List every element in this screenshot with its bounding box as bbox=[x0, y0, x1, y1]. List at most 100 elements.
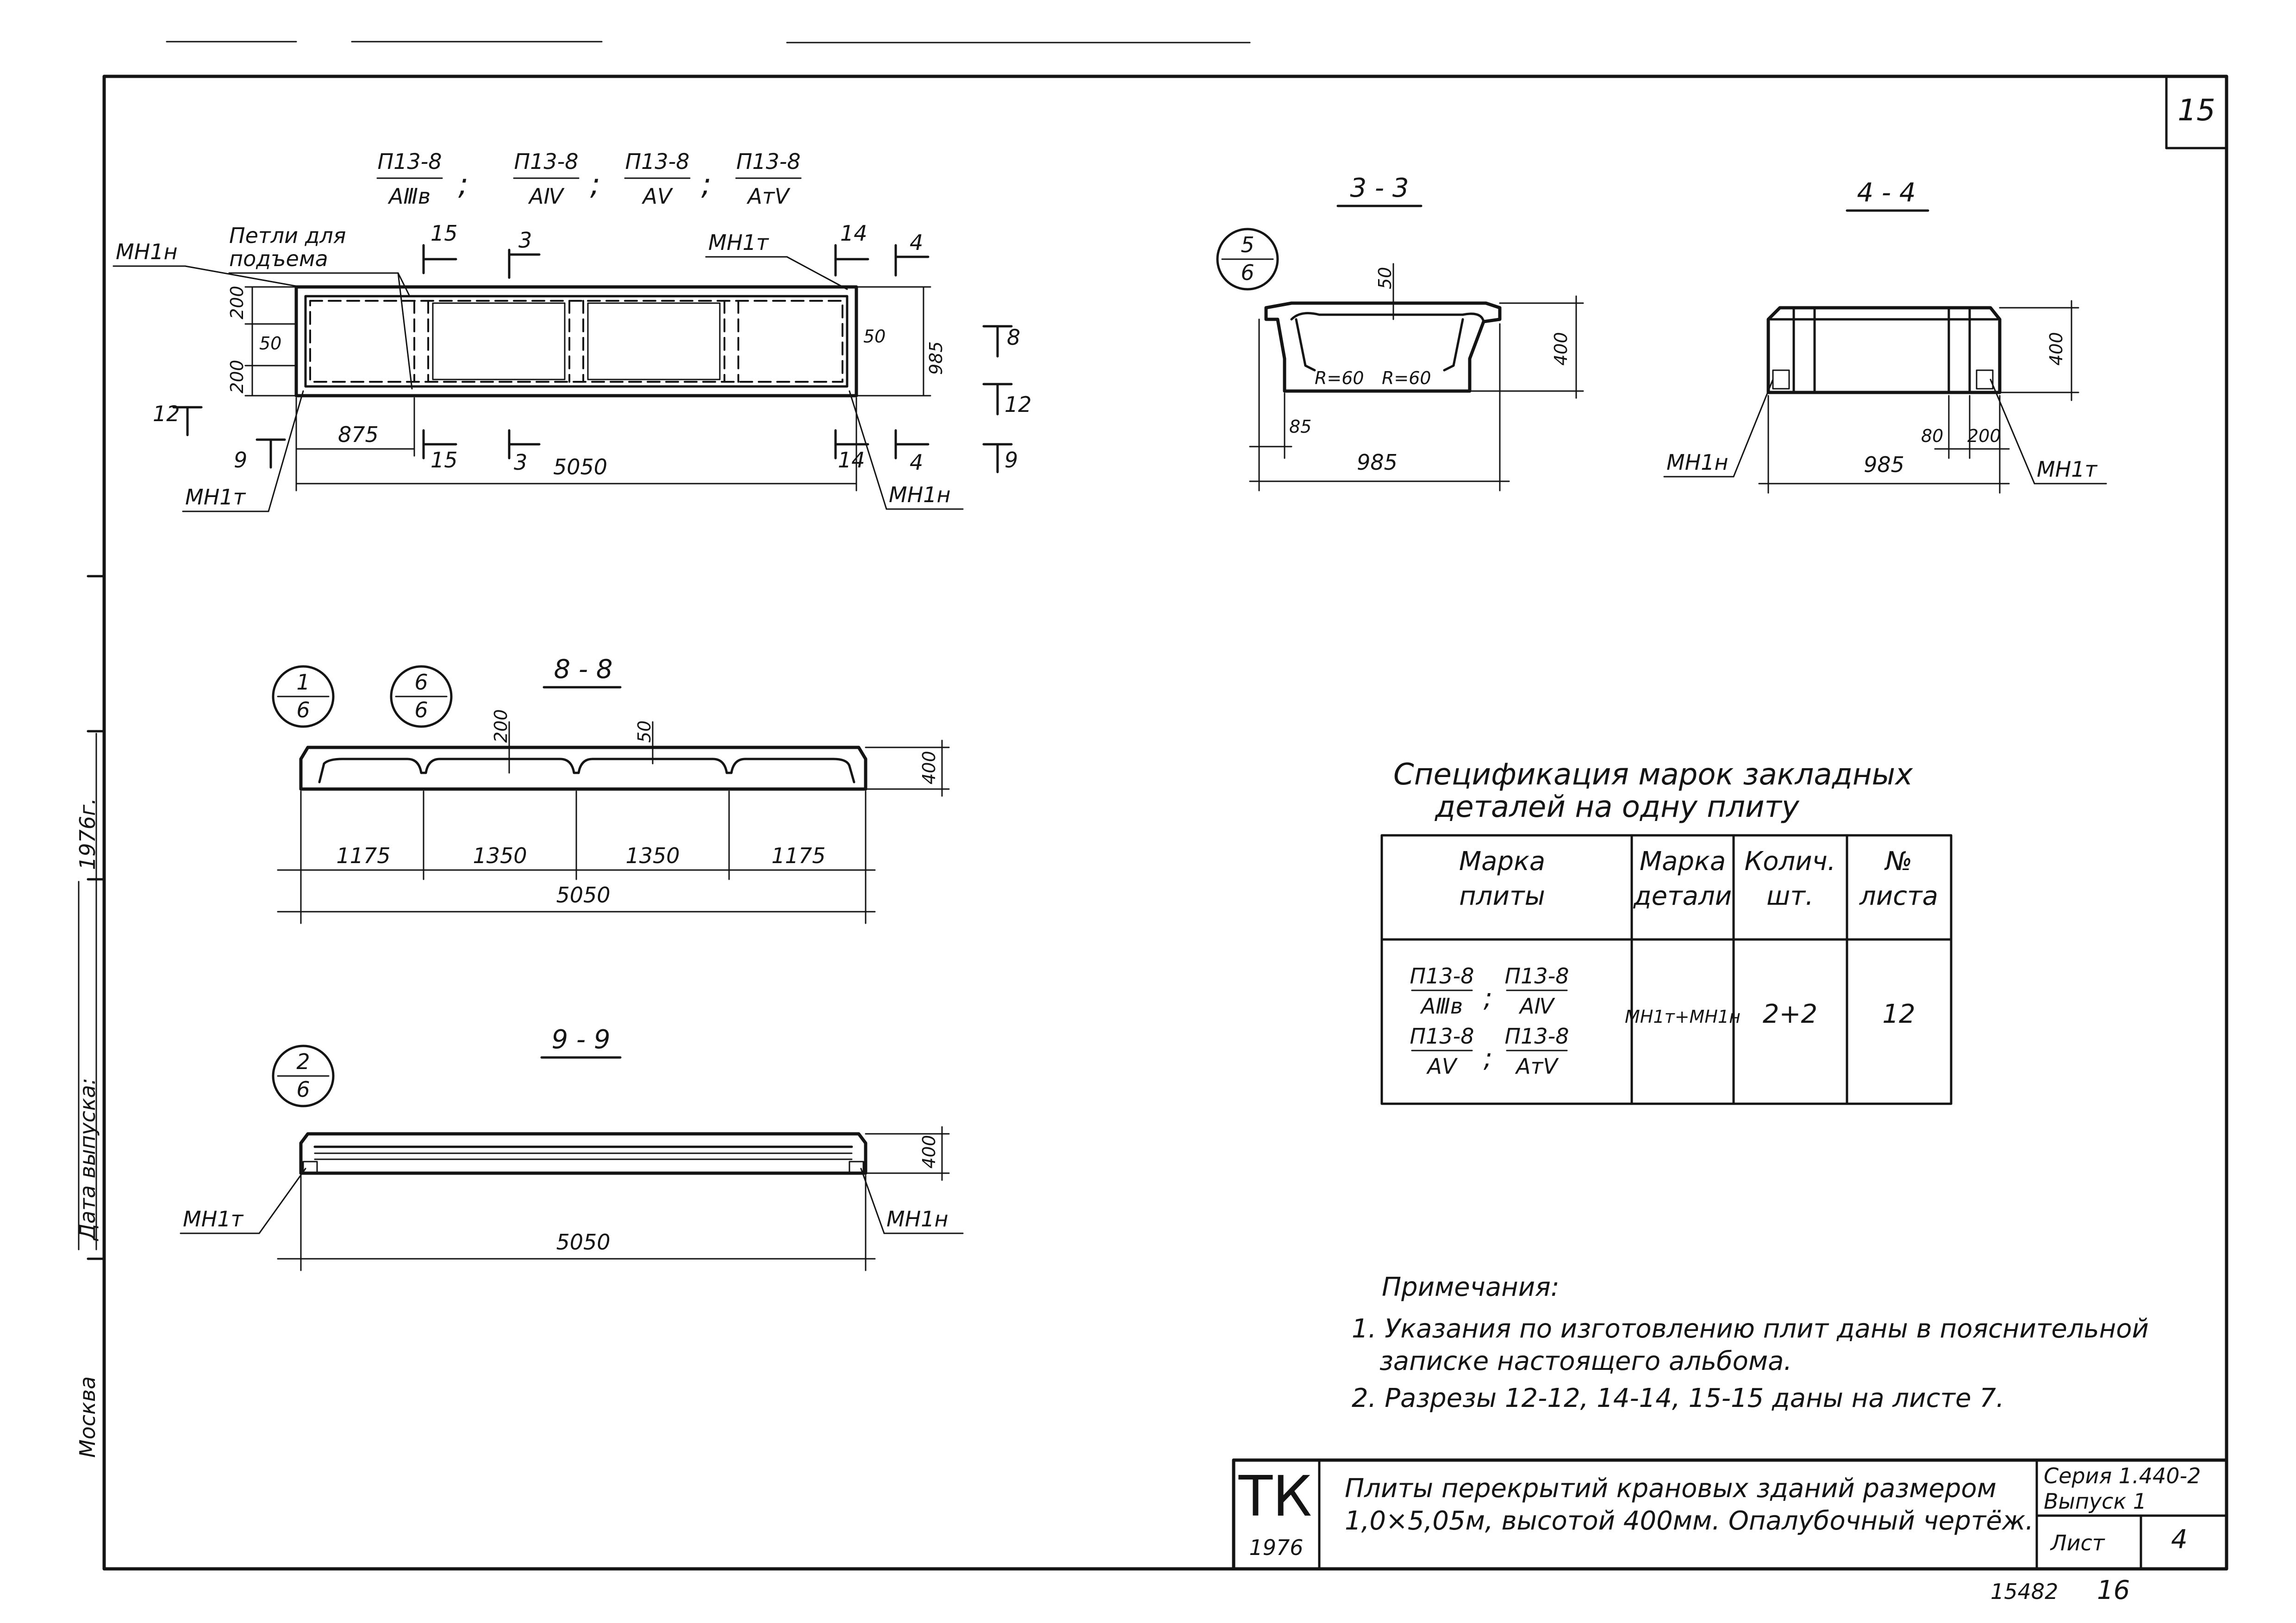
spec-mark-2-top: П13-8 bbox=[1505, 964, 1569, 989]
cut-14-top: 14 bbox=[840, 221, 867, 246]
plan-mark-4-top: П13-8 bbox=[736, 149, 801, 174]
year-left: 1976г. bbox=[75, 798, 100, 870]
plan-mark-1-bottom: AⅢв bbox=[387, 184, 430, 209]
plan-dimensions: 200 50 200 985 50 875 5050 bbox=[227, 286, 946, 491]
plan-mark-4-bottom: AтⅤ bbox=[746, 184, 791, 209]
stamp-list-value: 4 bbox=[2171, 1524, 2188, 1555]
plan-sep-1: ; bbox=[458, 168, 468, 202]
section-9-9-mn1n-label: МН1н bbox=[886, 1206, 948, 1231]
bottom-number: 15482 bbox=[1990, 1579, 2058, 1604]
section-8-8-title: 8 - 8 bbox=[554, 654, 612, 684]
spec-sep-1: ; bbox=[1484, 983, 1492, 1013]
section-8-8-dim-200: 200 bbox=[491, 709, 511, 743]
stamp-list-label: Лист bbox=[2050, 1530, 2105, 1555]
cut-14-bottom: 14 bbox=[838, 448, 865, 473]
plan-sep-2: ; bbox=[590, 168, 600, 202]
spec-header-1-line2: плиты bbox=[1459, 881, 1545, 911]
section-8-8-seg-3: 1350 bbox=[625, 843, 680, 868]
section-8-8-node-2 bbox=[390, 665, 453, 728]
node-2-bottom: 6 bbox=[296, 1077, 310, 1102]
page-number: 15 bbox=[2177, 93, 2215, 128]
cut-4-bottom: 4 bbox=[910, 450, 923, 475]
section-9-9-mn1t-label: МН1т bbox=[183, 1206, 244, 1231]
stamp-year: 1976 bbox=[1249, 1535, 1303, 1560]
section-4-4-dim-80: 80 bbox=[1921, 426, 1943, 446]
plan-dim-50-right: 50 bbox=[863, 326, 886, 347]
section-3-3-dim-85: 85 bbox=[1289, 417, 1311, 437]
plan-dim-5050: 5050 bbox=[553, 454, 607, 479]
plan-mark-2-top: П13-8 bbox=[514, 149, 579, 174]
plan-panels bbox=[432, 302, 721, 380]
node-1-bottom: 6 bbox=[296, 697, 310, 722]
notes-title: Примечания: bbox=[1382, 1272, 1560, 1302]
spec-header-2-line2: детали bbox=[1633, 881, 1732, 911]
plan-mark-1-top: П13-8 bbox=[378, 149, 442, 174]
cut-3-bottom: 3 bbox=[514, 450, 527, 475]
section-8-8-node-1 bbox=[272, 665, 335, 728]
release-date-label: Дата выпуска: bbox=[75, 1078, 100, 1241]
cut-9-right: 9 bbox=[1004, 448, 1018, 473]
radius-right: R=60 bbox=[1382, 368, 1431, 388]
plan-ribs-dashed bbox=[309, 300, 843, 383]
spec-qty-value: 2+2 bbox=[1763, 999, 1817, 1029]
section-4-4-dim-200: 200 bbox=[1967, 426, 2001, 446]
plan-mn1n-top-label: МН1н bbox=[116, 239, 178, 264]
section-8-8-total: 5050 bbox=[556, 883, 610, 908]
section-9-9-dim-400: 400 bbox=[919, 1135, 939, 1169]
plan-sep-3: ; bbox=[701, 168, 711, 202]
section-3-3: 3 - 3 5 6 R=60 R=60 50 400 85 985 bbox=[1216, 173, 1584, 491]
section-4-4-dim-985: 985 bbox=[1864, 452, 1904, 477]
spec-title-line1: Спецификация марок закладных bbox=[1393, 758, 1913, 792]
cut-4-top: 4 bbox=[910, 230, 923, 255]
spec-mark-3-bottom: AⅤ bbox=[1426, 1054, 1458, 1079]
loops-label-line1: Петли для bbox=[229, 223, 346, 248]
cut-12-right: 12 bbox=[1004, 392, 1032, 417]
section-9-9: 9 - 9 2 6 400 5050 МН1т МН1н bbox=[180, 1025, 964, 1271]
cut-9-left: 9 bbox=[234, 448, 247, 473]
city-label: Москва bbox=[75, 1376, 100, 1458]
stamp-logo: ТК bbox=[1238, 1465, 1312, 1529]
section-4-4-title: 4 - 4 bbox=[1857, 178, 1915, 208]
spec-detail-value: МН1т+МН1н bbox=[1625, 1007, 1741, 1027]
stamp-issue: Выпуск 1 bbox=[2044, 1489, 2146, 1514]
section-9-9-node bbox=[272, 1045, 335, 1107]
plan-cut-marks: 15 3 14 4 15 3 14 4 bbox=[153, 221, 1032, 475]
spec-header-3-line2: шт. bbox=[1766, 881, 1814, 911]
spec-mark-3-top: П13-8 bbox=[1410, 1024, 1474, 1049]
note-2: 2. Разрезы 12-12, 14-14, 15-15 даны на л… bbox=[1352, 1383, 2004, 1413]
plan-mark-2-bottom: AⅣ bbox=[528, 184, 565, 209]
stamp-series: Серия 1.440-2 bbox=[2044, 1463, 2201, 1488]
spec-mark-1-top: П13-8 bbox=[1410, 964, 1474, 989]
section-9-9-total: 5050 bbox=[556, 1230, 610, 1255]
cut-8-right: 8 bbox=[1007, 325, 1020, 350]
plan-dim-875: 875 bbox=[338, 422, 379, 447]
plan-mn1n-bottom-label: МН1н bbox=[889, 482, 951, 507]
plan-dim-200-bottom: 200 bbox=[227, 360, 247, 393]
section-8-8-seg-4: 1175 bbox=[771, 843, 825, 868]
plan-dim-985: 985 bbox=[926, 341, 946, 375]
spec-title-line2: деталей на одну плиту bbox=[1435, 790, 1800, 824]
plan-mark-3-top: П13-8 bbox=[625, 149, 690, 174]
spec-sep-2: ; bbox=[1484, 1043, 1492, 1073]
sheet-frame bbox=[78, 41, 2228, 1571]
section-4-4-mn1t-label: МН1т bbox=[2037, 457, 2098, 482]
spec-table: Спецификация марок закладных деталей на … bbox=[1380, 758, 1953, 1105]
plan-slab-rim bbox=[304, 295, 849, 388]
node-6-bottom: 6 bbox=[414, 697, 428, 722]
notes: Примечания: 1. Указания по изготовлению … bbox=[1352, 1272, 2149, 1413]
stamp-desc-line2: 1,0×5,05м, высотой 400мм. Опалубочный че… bbox=[1345, 1506, 2034, 1536]
section-4-4: 4 - 4 400 80 200 985 МН1н МН1т bbox=[1663, 178, 2107, 494]
plan-mn1t-bottom-label: МН1т bbox=[185, 485, 246, 510]
plan-marks: П13-8 AⅢв ; П13-8 AⅣ ; П13-8 AⅤ ; П13-8 … bbox=[376, 149, 802, 209]
plan-slab-outline bbox=[294, 285, 858, 398]
spec-mark-2-bottom: AⅣ bbox=[1518, 994, 1555, 1019]
section-4-4-dim-400: 400 bbox=[2046, 332, 2066, 366]
cut-3-top: 3 bbox=[518, 228, 532, 253]
node-1-top: 1 bbox=[296, 670, 310, 695]
cut-15-top: 15 bbox=[430, 221, 458, 246]
section-8-8-seg-2: 1350 bbox=[473, 843, 527, 868]
radius-left: R=60 bbox=[1315, 368, 1364, 388]
plan-mark-3-bottom: AⅤ bbox=[642, 184, 674, 209]
section-3-3-dim-985: 985 bbox=[1357, 450, 1398, 475]
